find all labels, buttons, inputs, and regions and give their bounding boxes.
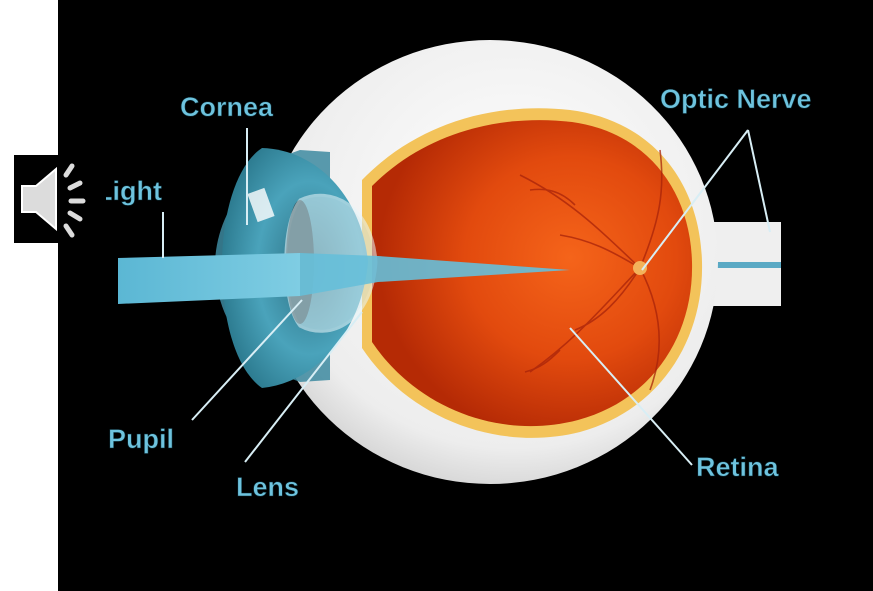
label-retina: Retina (696, 452, 780, 482)
optic-disc (633, 261, 647, 275)
speaker-icon (14, 155, 106, 243)
label-lens: Lens (236, 472, 299, 502)
label-pupil: Pupil (108, 424, 174, 454)
audio-play-button[interactable] (14, 155, 106, 243)
label-optic-nerve: Optic Nerve (660, 84, 812, 114)
label-cornea: Cornea (180, 92, 274, 122)
light-beam (118, 253, 300, 304)
